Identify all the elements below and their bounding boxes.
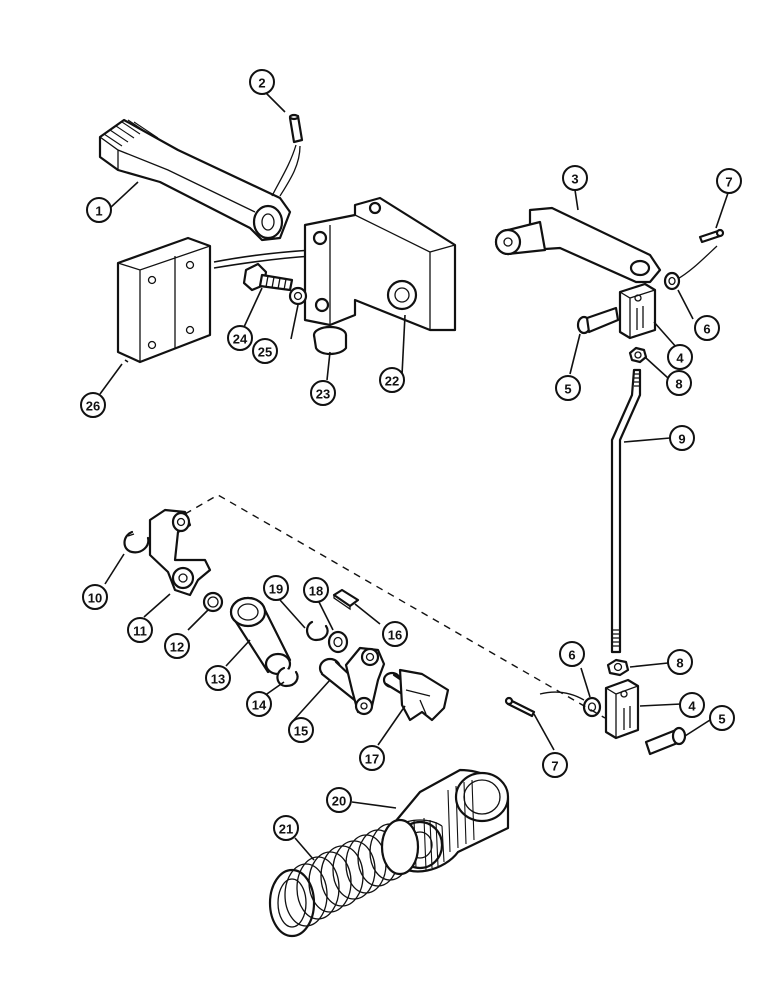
part-washer-small (288, 286, 308, 306)
part-clevis-bottom (604, 678, 640, 740)
svg-text:24: 24 (233, 332, 248, 347)
callout-17: 17 (359, 745, 385, 771)
svg-text:14: 14 (252, 698, 267, 713)
svg-text:20: 20 (332, 794, 346, 809)
svg-text:3: 3 (571, 172, 578, 187)
svg-text:8: 8 (676, 656, 683, 671)
callout-14: 14 (246, 691, 272, 717)
part-fork (382, 668, 450, 722)
part-circlip-left (123, 530, 150, 554)
svg-text:2: 2 (258, 76, 265, 91)
svg-text:12: 12 (170, 640, 184, 655)
leader-26 (99, 363, 123, 395)
svg-text:23: 23 (316, 387, 330, 402)
callout-12: 12 (164, 633, 190, 659)
svg-text:7: 7 (551, 759, 558, 774)
part-clevis-top (618, 282, 657, 340)
callout-6-bottom: 6 (559, 641, 585, 667)
part-clevis-pin-top (576, 306, 620, 335)
svg-text:6: 6 (568, 648, 575, 663)
callout-24: 24 (227, 325, 253, 351)
callout-3: 3 (562, 165, 588, 191)
svg-text:7: 7 (725, 175, 732, 190)
svg-text:16: 16 (388, 628, 402, 643)
svg-text:13: 13 (211, 672, 225, 687)
svg-text:8: 8 (675, 377, 682, 392)
callout-8-top: 8 (666, 370, 692, 396)
part-bolt (242, 262, 294, 292)
callout-6-top: 6 (694, 315, 720, 341)
part-circlip-14 (276, 666, 299, 688)
part-washer-bottom (582, 696, 602, 718)
svg-text:17: 17 (365, 752, 379, 767)
svg-text:21: 21 (279, 822, 293, 837)
part-block (116, 236, 212, 364)
callout-leaders (104, 91, 729, 861)
part-bracket (303, 196, 457, 332)
callout-4-bottom: 4 (679, 692, 705, 718)
svg-text:19: 19 (269, 582, 283, 597)
part-washer-top (663, 271, 681, 291)
leader-26-mount-2 (213, 255, 313, 269)
callout-2: 2 (249, 69, 275, 95)
svg-text:4: 4 (676, 351, 684, 366)
svg-text:5: 5 (718, 712, 725, 727)
callout-23: 23 (310, 380, 336, 406)
callout-18: 18 (303, 577, 329, 603)
callout-20: 20 (326, 787, 352, 813)
part-o-ring (202, 591, 224, 613)
part-split-pin-top (675, 228, 725, 281)
callout-7-top: 7 (716, 168, 742, 194)
part-nut-bottom (606, 658, 630, 677)
part-split-pin-bottom (504, 691, 585, 718)
leader-26-mount (213, 249, 313, 263)
callout-25: 25 (252, 338, 278, 364)
callout-7-bottom: 7 (542, 752, 568, 778)
callout-4-top: 4 (667, 344, 693, 370)
callout-22: 22 (379, 367, 405, 393)
callout-19: 19 (263, 575, 289, 601)
svg-text:22: 22 (385, 374, 399, 389)
svg-text:11: 11 (133, 624, 147, 639)
svg-text:26: 26 (86, 399, 100, 414)
part-crank-arm (148, 508, 212, 597)
callout-1: 1 (86, 197, 112, 223)
svg-text:1: 1 (95, 204, 102, 219)
part-shaft-lever (318, 646, 386, 716)
svg-text:5: 5 (564, 382, 571, 397)
callout-10: 10 (82, 584, 108, 610)
callout-11: 11 (127, 617, 153, 643)
callout-5-top: 5 (555, 375, 581, 401)
part-bushing (229, 596, 292, 676)
callout-16: 16 (382, 621, 408, 647)
svg-text:18: 18 (309, 584, 323, 599)
part-cross-shaft-lever (494, 206, 662, 284)
svg-text:25: 25 (258, 345, 272, 360)
part-pedal-lever (98, 118, 292, 242)
svg-text:15: 15 (294, 724, 308, 739)
part-clevis-pin-bottom (644, 726, 687, 756)
callout-8-bottom: 8 (667, 649, 693, 675)
part-pin (271, 113, 304, 197)
part-spring (268, 818, 420, 938)
part-key (332, 588, 360, 611)
svg-text:9: 9 (678, 432, 685, 447)
callout-9: 9 (669, 425, 695, 451)
callout-13: 13 (205, 665, 231, 691)
part-circlip-19 (306, 620, 329, 642)
svg-text:10: 10 (88, 591, 102, 606)
part-washer-18 (327, 630, 349, 654)
svg-text:6: 6 (703, 322, 710, 337)
callout-15: 15 (288, 717, 314, 743)
part-clip (312, 325, 348, 356)
part-rod (610, 368, 642, 654)
callout-21: 21 (273, 815, 299, 841)
part-nut-top (628, 346, 648, 364)
callout-26: 26 (80, 392, 106, 418)
callout-5-bottom: 5 (709, 705, 735, 731)
svg-text:4: 4 (688, 699, 696, 714)
